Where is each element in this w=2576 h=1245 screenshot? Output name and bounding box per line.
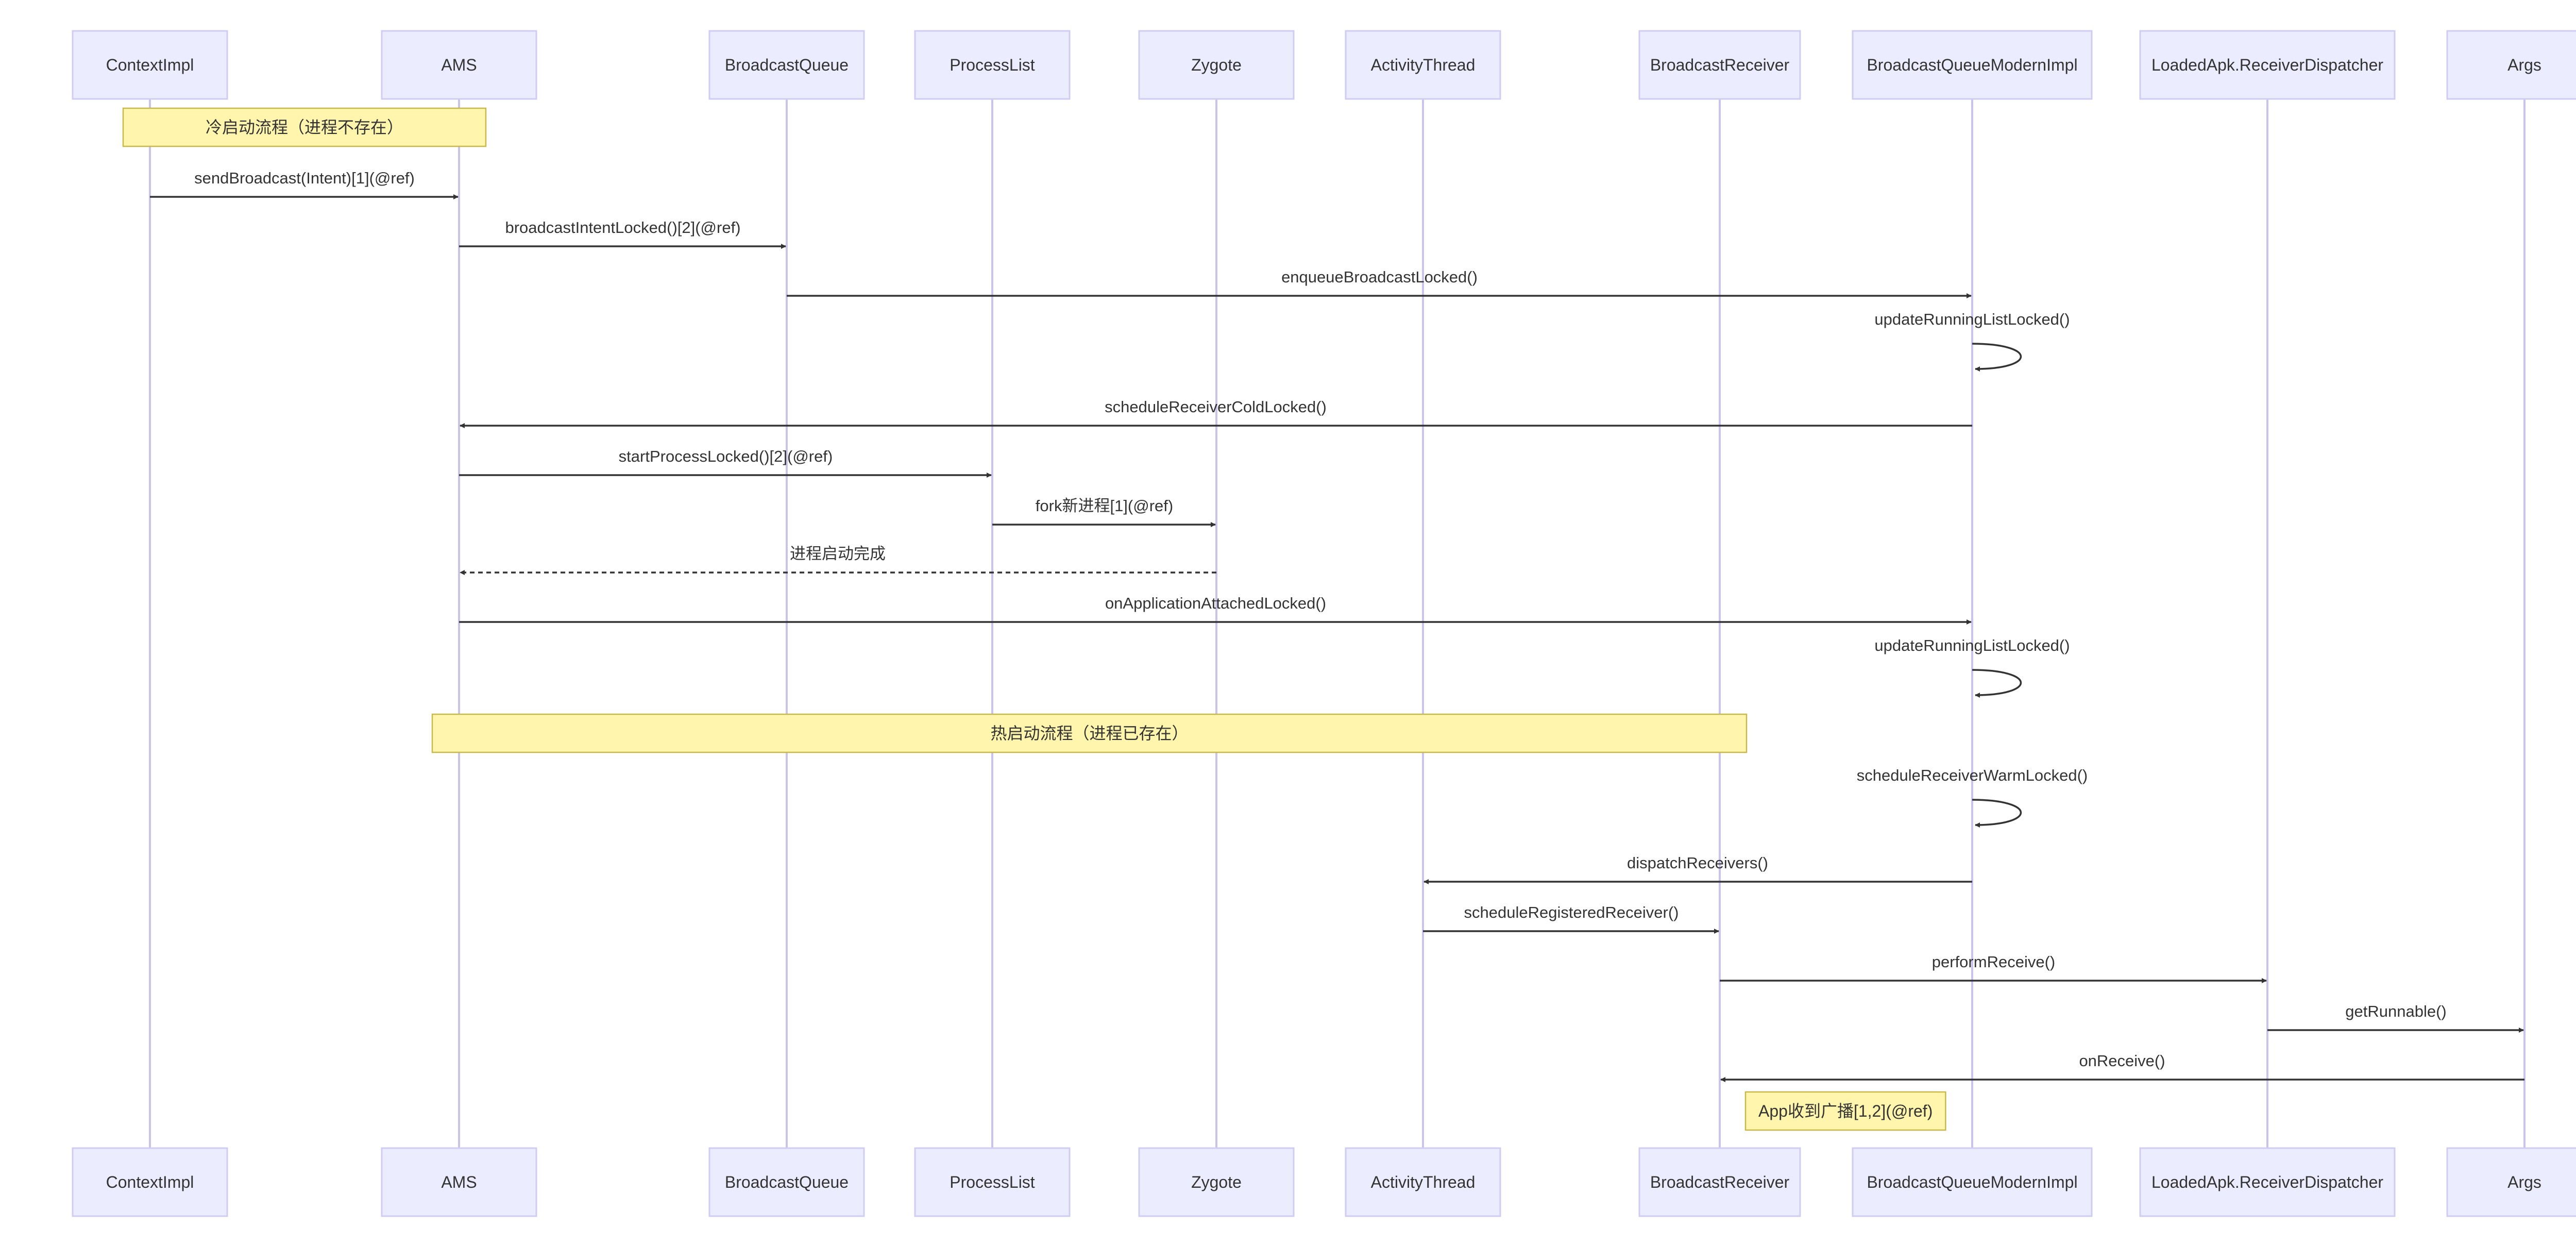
participant-BroadcastQueue-top[interactable]: BroadcastQueue [708,30,865,100]
participant-ContextImpl-top[interactable]: ContextImpl [72,30,228,100]
participant-label: ActivityThread [1371,56,1476,74]
participant-label: BroadcastReceiver [1650,56,1790,74]
participant-box [2446,30,2576,100]
participant-BroadcastReceiver-top[interactable]: BroadcastReceiver [1638,30,1801,100]
message-label: updateRunningListLocked() [1874,636,2070,654]
participant-box [1345,1147,1501,1217]
message-label: sendBroadcast(Intent)[1](@ref) [194,169,415,187]
note-text: 热启动流程（进程已存在） [990,724,1188,743]
participant-BroadcastQueue-bottom[interactable]: BroadcastQueue [708,1147,865,1217]
note-text: 冷启动流程（进程不存在） [206,118,403,137]
participant-Args-bottom[interactable]: Args [2446,1147,2576,1217]
participant-box [914,1147,1071,1217]
participant-box [708,30,865,100]
participant-ReceiverDispatcher-top[interactable]: LoadedApk.ReceiverDispatcher [2139,30,2396,100]
participant-ProcessList-top[interactable]: ProcessList [914,30,1071,100]
participant-box [381,1147,537,1217]
message-label: scheduleReceiverWarmLocked() [1857,766,2088,784]
participant-label: ContextImpl [106,1173,194,1191]
participant-label: ProcessList [950,1173,1035,1191]
participant-label: Args [2507,1173,2541,1191]
message-label: scheduleReceiverColdLocked() [1105,398,1327,416]
participant-box [72,1147,228,1217]
participant-AMS-bottom[interactable]: AMS [381,1147,537,1217]
message-label: scheduleRegisteredReceiver() [1464,903,1679,921]
self-message-arrow [1972,669,2022,698]
participant-ActivityThread-bottom[interactable]: ActivityThread [1345,1147,1501,1217]
message-label: 进程启动完成 [790,545,886,563]
message-label: dispatchReceivers() [1627,854,1768,872]
message-label: updateRunningListLocked() [1874,310,2070,328]
participant-BroadcastQueueModernImpl-top[interactable]: BroadcastQueueModernImpl [1852,30,2093,100]
participant-AMS-top[interactable]: AMS [381,30,537,100]
participant-label: ActivityThread [1371,1173,1476,1191]
message-label: fork新进程[1](@ref) [1036,497,1173,515]
participant-box [1138,1147,1295,1217]
message-label: getRunnable() [2345,1002,2446,1020]
self-message-arrow [1972,799,2022,828]
participant-ContextImpl-bottom[interactable]: ContextImpl [72,1147,228,1217]
participant-box [914,30,1071,100]
note-text: App收到广播[1,2](@ref) [1758,1102,1933,1120]
participant-ProcessList-bottom[interactable]: ProcessList [914,1147,1071,1217]
participant-label: LoadedApk.ReceiverDispatcher [2151,1173,2383,1191]
participant-box [2139,1147,2396,1217]
participant-label: AMS [441,56,477,74]
participant-box [2446,1147,2576,1217]
note-box [431,713,1748,753]
self-message-arrow [1972,343,2022,372]
participant-box [1638,30,1801,100]
participants: ContextImplContextImplAMSAMSBroadcastQue… [72,30,2576,1217]
participant-label: AMS [441,1173,477,1191]
participant-label: BroadcastQueue [725,56,849,74]
participant-box [1345,30,1501,100]
participant-ReceiverDispatcher-bottom[interactable]: LoadedApk.ReceiverDispatcher [2139,1147,2396,1217]
participant-label: BroadcastReceiver [1650,1173,1790,1191]
participant-ActivityThread-top[interactable]: ActivityThread [1345,30,1501,100]
participant-BroadcastReceiver-bottom[interactable]: BroadcastReceiver [1638,1147,1801,1217]
participant-label: BroadcastQueue [725,1173,849,1191]
message-steps: 冷启动流程（进程不存在） sendBroadcast(Intent)[1](@re… [122,107,2524,1131]
participant-BroadcastQueueModernImpl-bottom[interactable]: BroadcastQueueModernImpl [1852,1147,2093,1217]
participant-box [1638,1147,1801,1217]
message-label: onApplicationAttachedLocked() [1105,594,1326,612]
participant-Zygote-bottom[interactable]: Zygote [1138,1147,1295,1217]
participant-Args-top[interactable]: Args [2446,30,2576,100]
participant-box [1852,30,2093,100]
note-box [122,107,487,147]
participant-label: Zygote [1191,1173,1242,1191]
participant-Zygote-top[interactable]: Zygote [1138,30,1295,100]
participant-label: BroadcastQueueModernImpl [1867,1173,2077,1191]
message-label: broadcastIntentLocked()[2](@ref) [505,218,740,237]
participant-label: Args [2507,56,2541,74]
participant-box [381,30,537,100]
participant-box [72,30,228,100]
message-label: performReceive() [1932,953,2055,971]
participant-box [708,1147,865,1217]
participant-label: Zygote [1191,56,1242,74]
participant-box [1138,30,1295,100]
participant-label: ProcessList [950,56,1035,74]
message-label: onReceive() [2079,1052,2165,1070]
message-label: enqueueBroadcastLocked() [1281,268,1478,286]
participant-box [2139,30,2396,100]
lifelines [149,99,2526,1148]
participant-label: LoadedApk.ReceiverDispatcher [2151,56,2383,74]
message-label: startProcessLocked()[2](@ref) [619,447,833,465]
note-box [1744,1091,1946,1131]
participant-label: BroadcastQueueModernImpl [1867,56,2077,74]
participant-box [1852,1147,2093,1217]
participant-label: ContextImpl [106,56,194,74]
